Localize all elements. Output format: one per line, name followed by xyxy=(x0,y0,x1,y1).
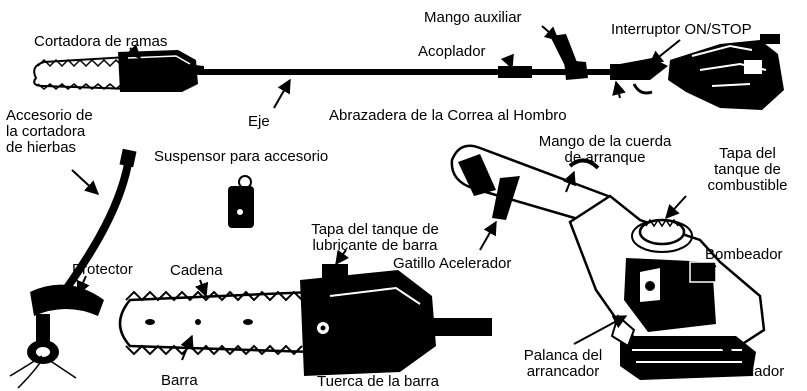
label-shoulder-clamp: Abrazadera de la Correa al Hombro xyxy=(329,107,567,124)
arrow-guard xyxy=(76,275,90,296)
label-oil-cap-line2: lubricante de barra xyxy=(312,237,438,254)
label-fuel-cap-line2: tanque de xyxy=(714,161,781,178)
arrow-pruner xyxy=(126,44,141,59)
leader-arrows xyxy=(71,25,739,369)
arrow-on-stop xyxy=(648,39,681,65)
arrow-muffler xyxy=(718,343,739,357)
label-shaft: Eje xyxy=(248,113,270,130)
arrow-bar xyxy=(180,334,194,361)
label-oil-cap-line1: Tapa del tanque de xyxy=(311,221,439,238)
label-fuel-cap-line1: Tapa del xyxy=(719,145,776,162)
pole-pruner-assembly xyxy=(33,34,784,110)
label-guard: Protector xyxy=(72,261,133,278)
label-choke-line2: arrancador xyxy=(526,363,600,380)
label-bar: Barra xyxy=(161,372,198,389)
label-muffler: Silenciador xyxy=(710,363,785,380)
arrow-aux-handle xyxy=(541,25,560,41)
arrow-oil-cap xyxy=(335,249,350,266)
arrow-chain xyxy=(195,279,209,298)
label-pruner: Cortadora de ramas xyxy=(34,33,168,50)
label-choke-line1: Palanca del xyxy=(523,347,603,364)
label-trimmer-line3: de hierbas xyxy=(6,139,77,156)
label-primer: Bombeador xyxy=(705,246,783,263)
label-chain: Cadena xyxy=(170,262,223,279)
arrow-coupler xyxy=(500,53,514,70)
arrow-starter-handle xyxy=(562,170,576,193)
label-throttle: Gatillo Acelerador xyxy=(393,255,512,272)
arrow-shoulder-clamp xyxy=(612,80,626,99)
label-coupler: Acoplador xyxy=(418,43,486,60)
pruner-detail xyxy=(118,264,492,376)
label-on-stop: Interruptor ON/STOP xyxy=(611,21,752,38)
label-starter-handle-line1: Mango de la cuerda xyxy=(538,133,672,150)
label-fuel-cap-line3: combustible xyxy=(707,177,788,194)
label-starter-handle-line2: de arranque xyxy=(564,149,646,166)
arrow-trimmer xyxy=(71,169,100,195)
label-aux-handle: Mango auxiliar xyxy=(424,9,522,26)
arrow-fuel-cap xyxy=(665,195,687,220)
arrow-choke xyxy=(573,315,628,345)
arrow-shaft xyxy=(273,78,291,109)
arrow-primer xyxy=(692,263,717,277)
label-hanger: Suspensor para accesorio xyxy=(154,148,329,165)
label-bar-nut: Tuerca de la barra xyxy=(317,373,440,390)
arrow-bar-nut xyxy=(325,338,341,369)
arrow-throttle xyxy=(479,220,497,251)
attachment-hanger xyxy=(228,175,254,228)
label-trimmer-line1: Accesorio de xyxy=(6,107,93,124)
label-trimmer-line2: la cortadora xyxy=(6,123,86,140)
